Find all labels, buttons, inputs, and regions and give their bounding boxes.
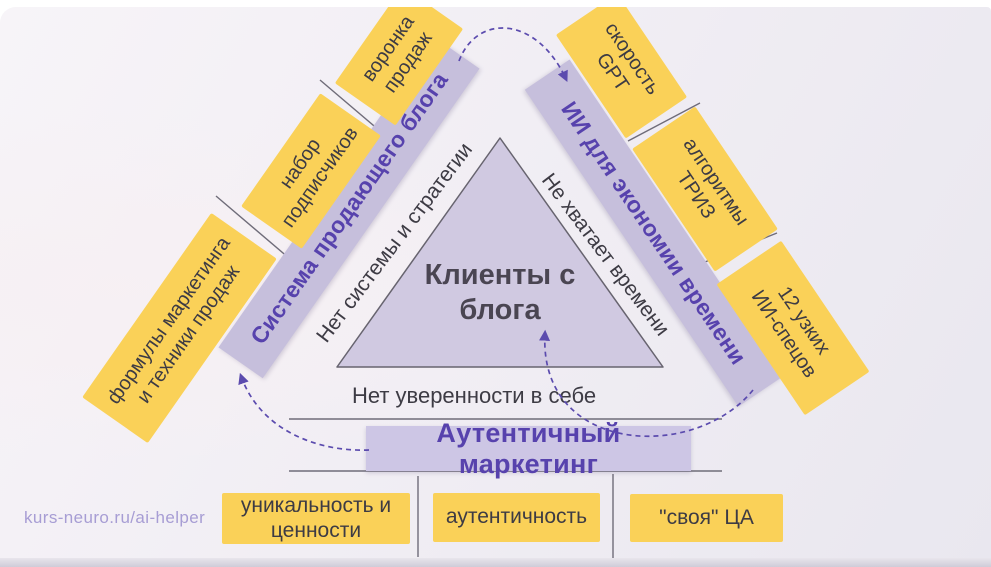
triangle-center-title: Клиенты с блога xyxy=(424,259,576,326)
top-strip xyxy=(0,0,991,7)
module-item-box-uniqueness-values: уникальность и ценности xyxy=(222,493,410,544)
bottom-strip xyxy=(0,558,991,567)
dashed-arrow-left xyxy=(238,372,370,451)
dashed-arrow-top xyxy=(458,27,568,82)
dashed-arrow-right xyxy=(539,329,754,438)
right-divider-1 xyxy=(627,102,701,142)
module-item-box-target-audience: "своя" ЦА xyxy=(630,494,783,542)
module-item-box-authenticity: аутентичность xyxy=(433,493,600,542)
triangle-shape xyxy=(336,137,664,368)
course-url-label: kurs-neuro.ru/ai-helper xyxy=(24,508,206,527)
pain-no-confidence: Нет уверенности в себе xyxy=(351,383,597,408)
